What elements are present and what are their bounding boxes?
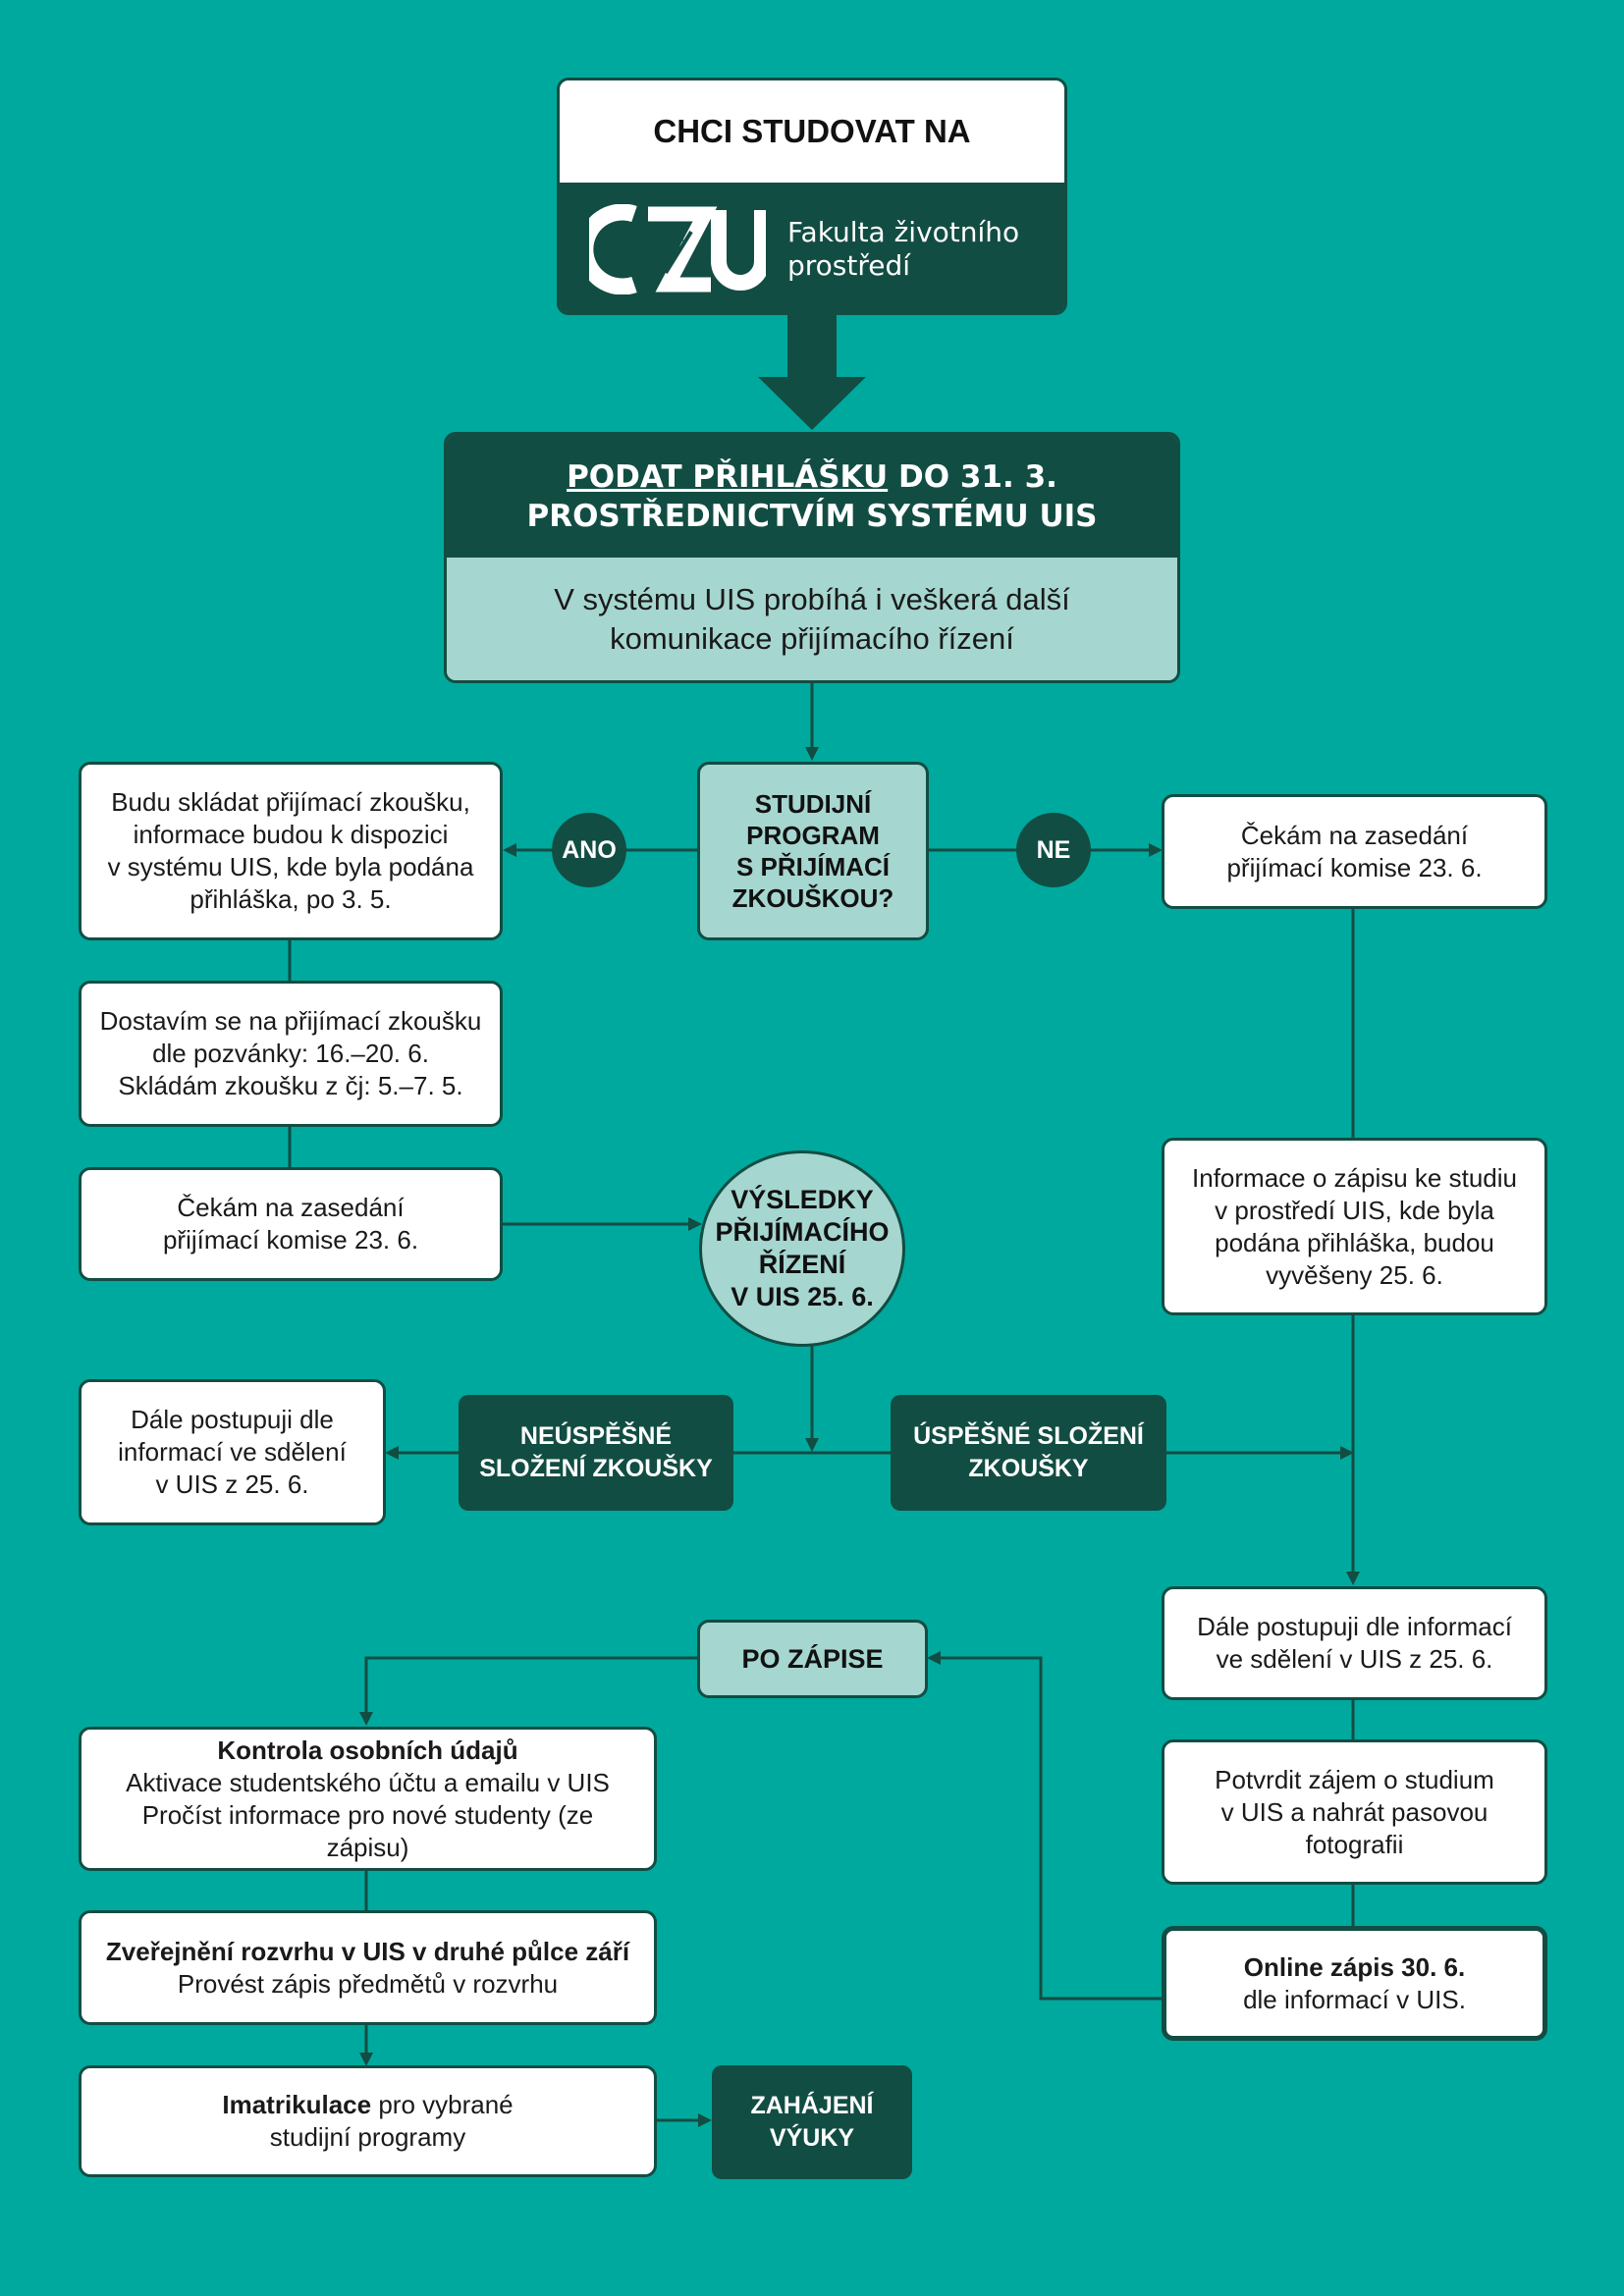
submit-title: PODAT PŘIHLÁŠKU DO 31. 3. PROSTŘEDNICTVÍ… <box>447 435 1177 558</box>
header-card: CHCI STUDOVAT NA Fakulta životního prost… <box>557 78 1067 315</box>
logo-band: Fakulta životního prostředí <box>560 183 1064 312</box>
left-wait-committee-box: Čekám na zasedání přijímací komise 23. 6… <box>79 1167 503 1281</box>
faculty-name: Fakulta životního prostředí <box>787 215 1020 282</box>
czu-logo-icon <box>589 203 766 294</box>
submit-note: V systému UIS probíhá i veškerá další ko… <box>447 558 1177 680</box>
arrow-online-after <box>927 1651 1162 2001</box>
enrollment-info-box: Informace o zápisu ke studiu v prostředí… <box>1162 1138 1547 1315</box>
header-title: CHCI STUDOVAT NA <box>560 80 1064 183</box>
no-badge: NE <box>1016 813 1091 887</box>
confirm-interest-box: Potvrdit zájem o studium v UIS a nahrát … <box>1162 1739 1547 1885</box>
yes-badge: ANO <box>552 813 626 887</box>
after-enrollment-label: PO ZÁPISE <box>697 1620 928 1698</box>
attend-exam-box: Dostavím se na přijímací zkoušku dle poz… <box>79 981 503 1127</box>
big-arrow-head <box>758 377 866 430</box>
matriculation-box: Imatrikulace pro vybrané studijní progra… <box>79 2065 657 2177</box>
fail-next-box: Dále postupuji dle informací ve sdělení … <box>79 1379 386 1525</box>
exam-info-box: Budu skládat přijímací zkoušku, informac… <box>79 762 503 940</box>
pass-label: ÚSPĚŠNÉ SLOŽENÍ ZKOUŠKY <box>891 1395 1166 1511</box>
schedule-box: Zveřejnění rozvrhu v UIS v druhé půlce z… <box>79 1910 657 2025</box>
fail-label: NEÚSPĚŠNÉ SLOŽENÍ ZKOUŠKY <box>459 1395 733 1511</box>
decision-box: STUDIJNÍ PROGRAM S PŘIJÍMACÍ ZKOUŠKOU? <box>697 762 929 940</box>
submit-application-block: PODAT PŘIHLÁŠKU DO 31. 3. PROSTŘEDNICTVÍ… <box>444 432 1180 683</box>
arrow-after-check <box>359 1656 697 1726</box>
big-arrow-shaft <box>787 314 837 379</box>
online-enrollment-box: Online zápis 30. 6. dle informací v UIS. <box>1162 1926 1547 2041</box>
right-wait-committee-box: Čekám na zasedání přijímací komise 23. 6… <box>1162 794 1547 909</box>
study-start-label: ZAHÁJENÍ VÝUKY <box>712 2065 912 2179</box>
next-steps-box: Dále postupuji dle informací ve sdělení … <box>1162 1586 1547 1700</box>
check-personal-data-box: Kontrola osobních údajů Aktivace student… <box>79 1727 657 1871</box>
results-circle: VÝSLEDKY PŘIJÍMACÍHO ŘÍZENÍ V UIS 25. 6. <box>699 1150 905 1347</box>
